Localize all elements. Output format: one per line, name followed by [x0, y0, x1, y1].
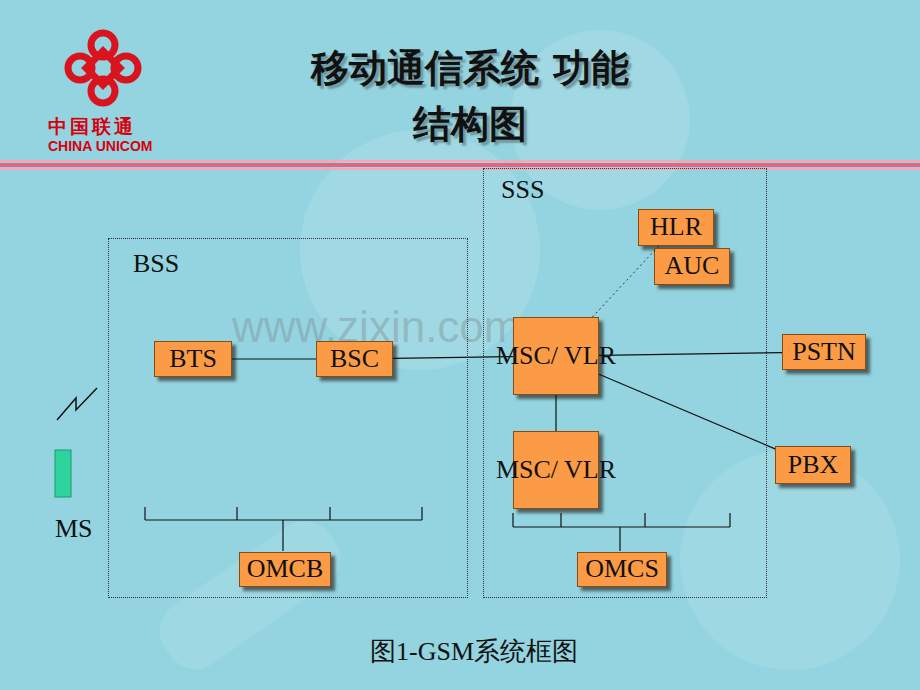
network-element-box: OMCB: [239, 552, 331, 587]
network-element-box: HLR: [638, 209, 714, 246]
bus-tick: [144, 507, 145, 520]
link-line: [599, 353, 782, 356]
network-element-box: PSTN: [782, 334, 866, 370]
mobile-station-symbol: [55, 450, 71, 497]
caption-text: 图1-GSM系统框图: [370, 637, 578, 666]
link-line: [555, 395, 556, 431]
network-element-box: BSC: [316, 341, 393, 377]
network-element-box: AUC: [654, 248, 730, 285]
bus-tick: [329, 507, 330, 520]
bus-tick: [512, 513, 513, 527]
network-element-box: BTS: [154, 341, 232, 377]
bus-drop: [282, 520, 283, 551]
element-label: BTS: [167, 343, 219, 376]
figure-caption: 图1-GSM系统框图: [280, 634, 668, 669]
bus-tick: [644, 513, 645, 527]
link-line: [232, 358, 316, 359]
element-label: HLR: [648, 211, 704, 244]
title-text: 移动通信系统 功能结构图: [311, 46, 628, 146]
bus-line: [513, 526, 730, 527]
bus-tick: [236, 507, 237, 520]
slide-title: 移动通信系统 功能结构图: [310, 40, 630, 152]
decor-shape: [148, 509, 352, 681]
link-line: [592, 246, 658, 317]
logo-knot: [68, 33, 138, 103]
group-label: BSS: [133, 249, 179, 279]
network-element-box: MSC/ VLR: [513, 317, 599, 395]
omcs-bus: [513, 513, 730, 551]
logo-text: CHINA UNICOM: [48, 138, 152, 154]
mobile-station-label: MS: [55, 514, 93, 544]
logo-text: 中国联通: [48, 114, 136, 140]
element-label: AUC: [663, 250, 722, 283]
element-label: PBX: [786, 449, 841, 482]
omcb-bus: [145, 507, 422, 551]
bus-drop: [619, 527, 620, 551]
element-label: BSC: [328, 343, 381, 376]
element-label: MSC/ VLR: [494, 340, 618, 373]
group-label: SSS: [501, 175, 544, 205]
element-label: MSC/ VLR: [494, 454, 618, 487]
network-element-box: OMCS: [577, 552, 667, 587]
element-label: PSTN: [790, 336, 858, 369]
header-rule: [0, 163, 920, 167]
link-line: [599, 374, 775, 449]
radio-link-symbol: [57, 388, 97, 420]
element-label: OMCB: [245, 553, 326, 586]
subsystem-group: SSSHLRAUCMSC/ VLRMSC/ VLROMCS: [483, 168, 767, 598]
logo-core: [86, 51, 120, 85]
network-element-box: PBX: [775, 446, 851, 484]
header-rule: [0, 168, 920, 170]
network-element-box: MSC/ VLR: [513, 431, 599, 509]
bus-tick: [729, 513, 730, 527]
bus-tick: [421, 507, 422, 520]
element-label: OMCS: [583, 553, 661, 586]
header-rule: [0, 160, 920, 162]
subsystem-group: BSS BTS BSC OMCB: [108, 238, 468, 598]
link-line: [393, 357, 513, 359]
bus-tick: [560, 513, 561, 527]
